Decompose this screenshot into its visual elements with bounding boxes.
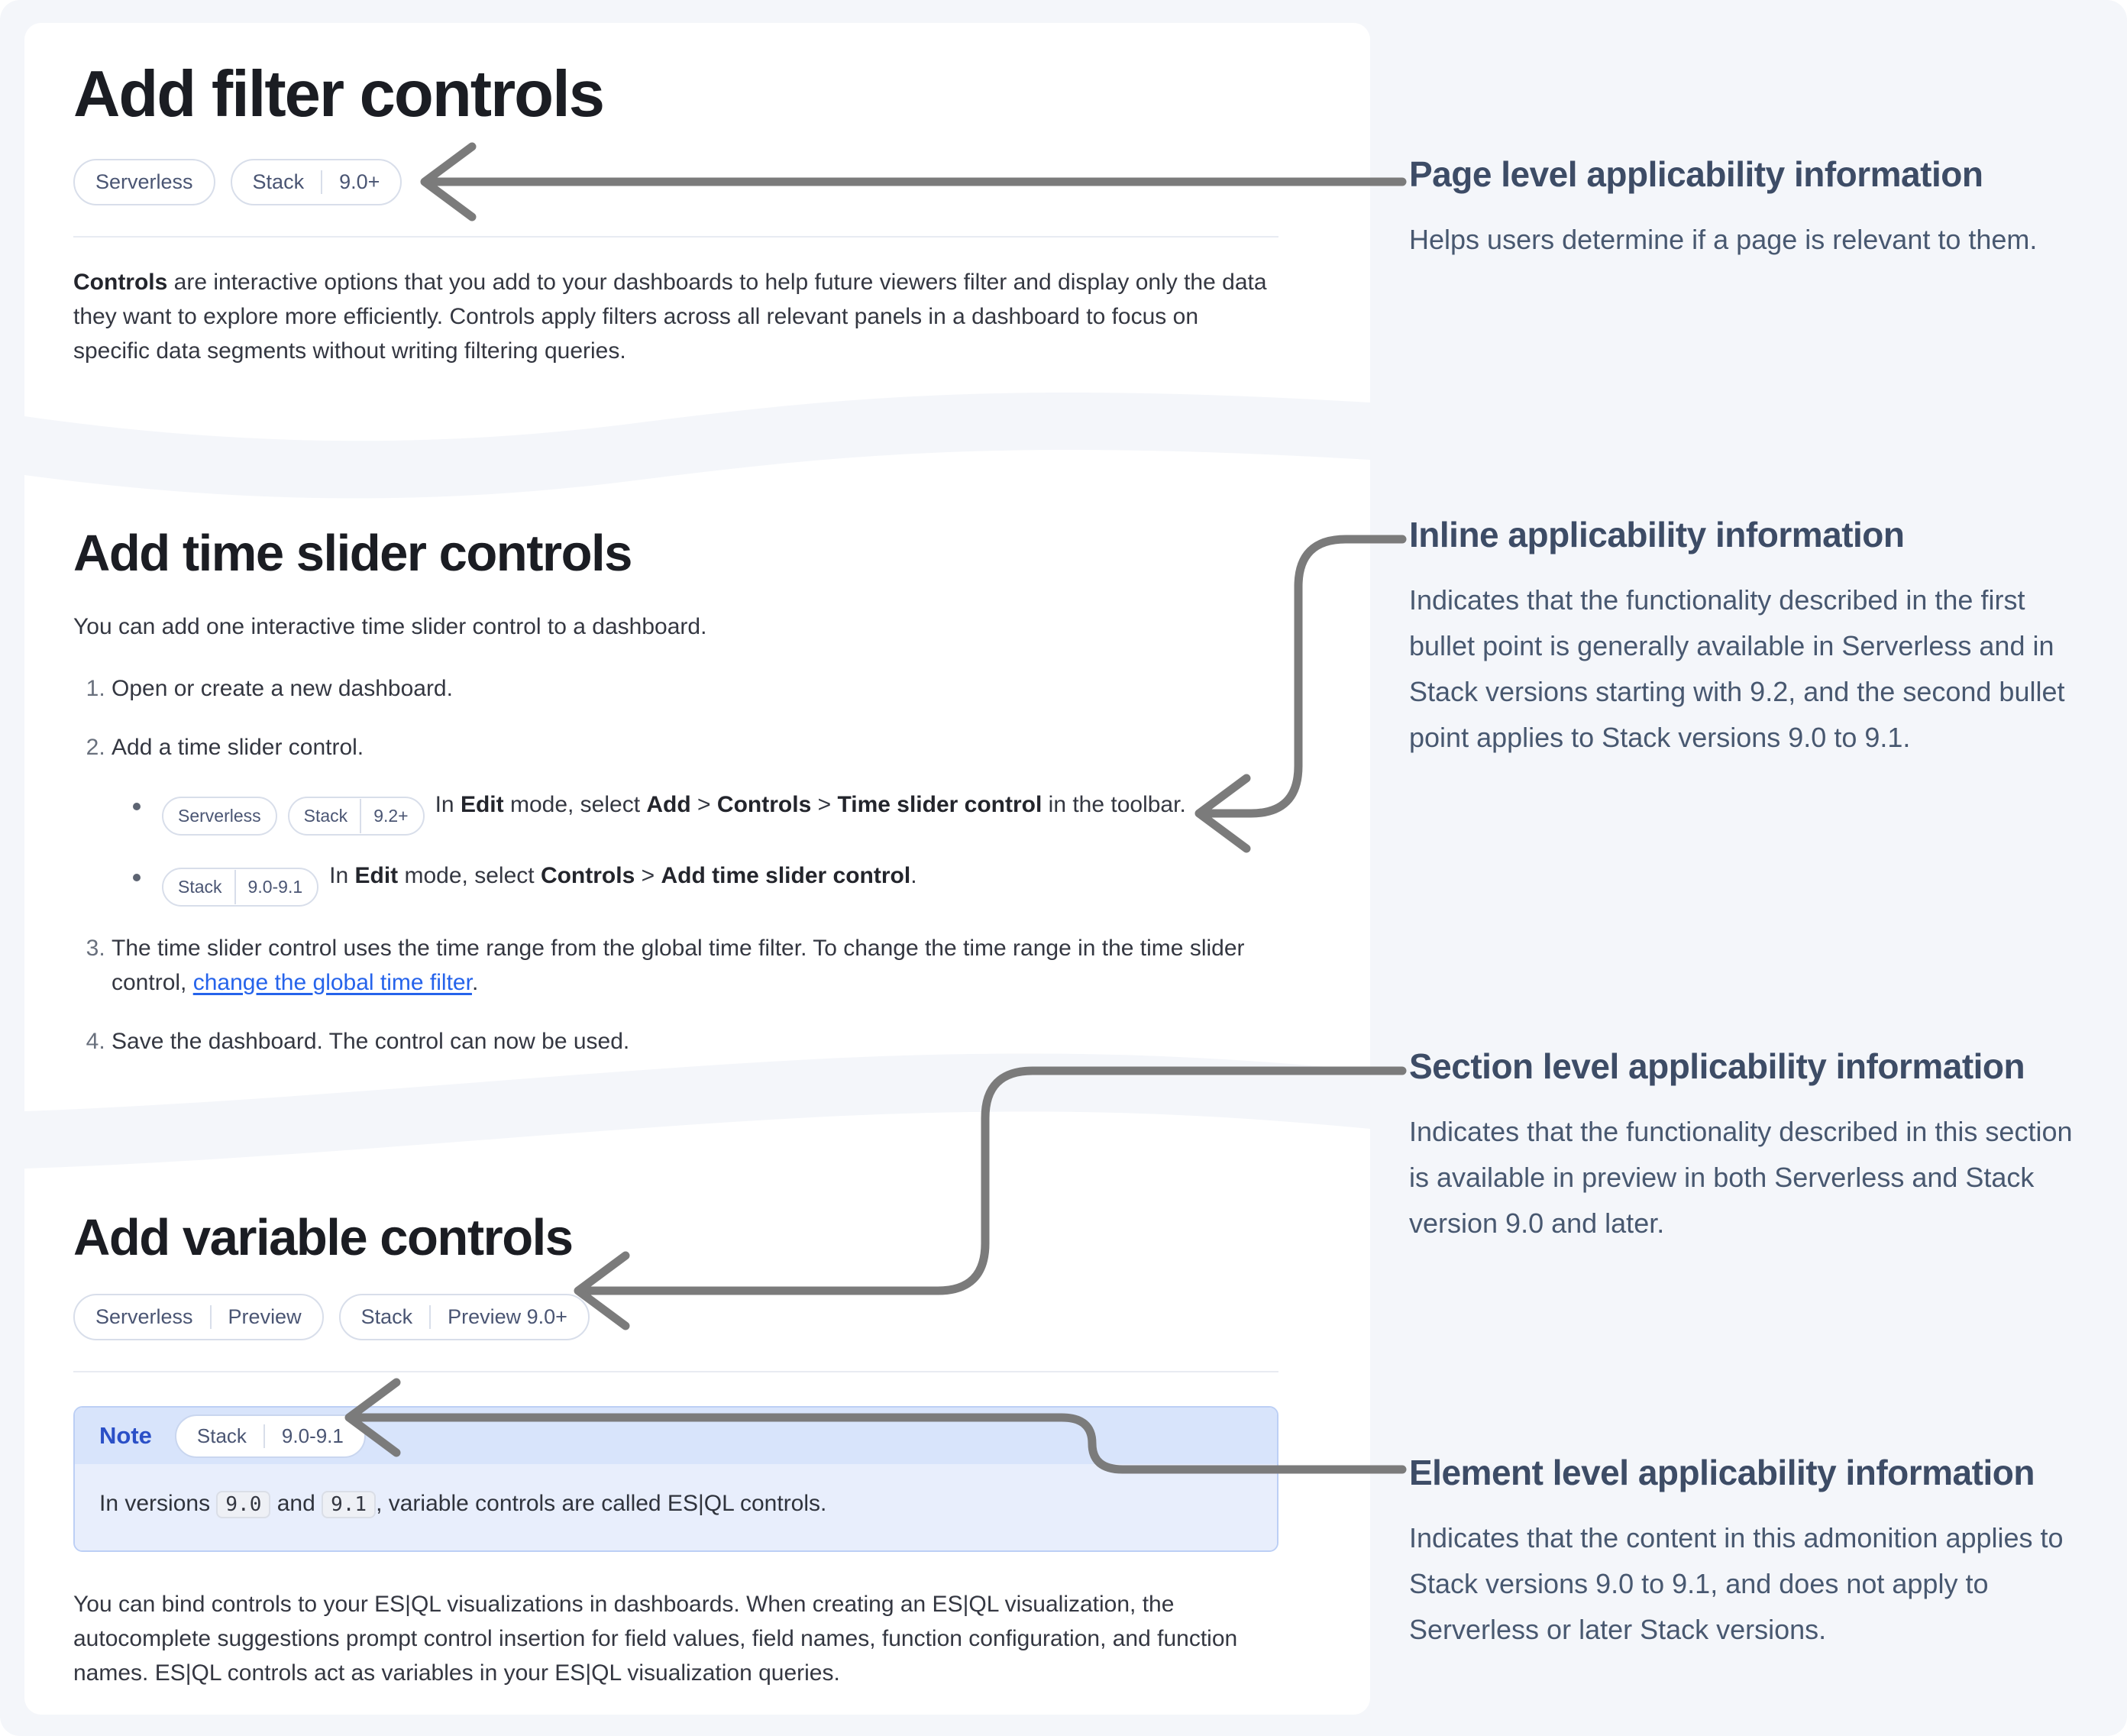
badge-part: Stack <box>196 1424 247 1447</box>
inline-applicability-badges: Stack 9.0-9.1 <box>162 863 329 907</box>
wave-divider <box>24 393 1370 499</box>
applicability-badge: Serverless <box>162 797 277 836</box>
badge-part: Serverless <box>95 170 193 193</box>
bullet-text: In Edit mode, select Add > Controls > Ti… <box>435 792 1186 817</box>
badge-part: Serverless <box>178 806 261 826</box>
section-heading: Add variable controls <box>73 1209 574 1266</box>
page-applicability-badges: Serverless Stack 9.0+ <box>73 159 1278 205</box>
step-item: Save the dashboard. The control can now … <box>112 1024 1278 1059</box>
step-item: Add a time slider control. ServerlessSta… <box>112 730 1278 907</box>
annotation-title: Inline applicability information <box>1409 515 1905 554</box>
section-intro: You can add one interactive time slider … <box>73 614 707 639</box>
note-body: In versions 9.0 and 9.1, variable contro… <box>75 1464 1277 1550</box>
sub-bullet-item: Stack 9.0-9.1 In Edit mode, select Control… <box>133 858 1278 907</box>
annotation-element-level: Element level applicability information … <box>1409 1451 2093 1653</box>
sub-bullet-item: Serverless Stack 9.2+ In Edit mode, select … <box>133 787 1278 836</box>
inline-link[interactable]: change the global time filter <box>192 970 472 995</box>
closing-paragraph: You can bind controls to your ES|QL visu… <box>73 1592 1238 1686</box>
applicability-badge: Serverless Preview <box>73 1294 324 1340</box>
divider <box>73 236 1278 238</box>
intro-paragraph: Controls are interactive options that yo… <box>73 270 1267 364</box>
badge-part: Stack <box>360 1305 413 1328</box>
applicability-badge: Serverless <box>73 159 215 205</box>
applicability-badge: Stack 9.0-9.1 <box>162 868 319 907</box>
annotation-title: Page level applicability information <box>1409 154 1983 194</box>
note-label: Note <box>99 1422 152 1449</box>
step-item: The time slider control uses the time ra… <box>112 931 1278 1000</box>
code-chip: 9.0 <box>216 1491 271 1518</box>
annotation-body: Indicates that the functionality describ… <box>1409 584 2065 753</box>
badge-part: Stack <box>252 170 305 193</box>
badge-part: Stack <box>178 877 222 897</box>
note-admonition: Note Stack 9.0-9.1 In versions 9.0 and 9.… <box>73 1406 1278 1552</box>
badge-part: 9.2+ <box>360 799 409 833</box>
section-add-time-slider-controls: Add time slider controls You can add one… <box>24 524 1370 1083</box>
steps-list: Open or create a new dashboard. Add a ti… <box>73 671 1278 1059</box>
annotation-body: Helps users determine if a page is relev… <box>1409 224 2038 255</box>
annotation-page-level: Page level applicability information Hel… <box>1409 153 2093 263</box>
badge-part: Preview <box>209 1305 302 1329</box>
code-chip: 9.1 <box>322 1491 377 1518</box>
section-heading: Add time slider controls <box>73 525 632 582</box>
applicability-badge: Stack 9.0-9.1 <box>174 1414 366 1458</box>
applicability-badge: Stack Preview 9.0+ <box>338 1294 590 1340</box>
annotation-section-level: Section level applicability information … <box>1409 1045 2093 1246</box>
annotation-body: Indicates that the functionality describ… <box>1409 1116 2073 1239</box>
inline-applicability-badges: Serverless Stack 9.2+ <box>162 792 435 836</box>
applicability-badge: Stack 9.0+ <box>230 159 402 205</box>
note-applicability-badge: Stack 9.0-9.1 <box>174 1414 366 1458</box>
annotation-body: Indicates that the content in this admon… <box>1409 1522 2064 1645</box>
annotation-title: Element level applicability information <box>1409 1453 2035 1492</box>
step-item: Open or create a new dashboard. <box>112 671 1278 706</box>
badge-part: 9.0-9.1 <box>234 870 302 904</box>
section-applicability-badges: Serverless Preview Stack Preview 9.0+ <box>73 1294 1278 1340</box>
bullet-text: In Edit mode, select Controls > Add time… <box>329 863 917 888</box>
annotation-title: Section level applicability information <box>1409 1046 2025 1086</box>
badge-part: Stack <box>303 806 348 826</box>
note-header: Note Stack 9.0-9.1 <box>75 1408 1277 1464</box>
applicability-badge: Stack 9.2+ <box>287 797 425 836</box>
badge-part: 9.0+ <box>321 170 380 194</box>
divider <box>73 1371 1278 1372</box>
page-title: Add filter controls <box>73 58 605 131</box>
annotation-inline-level: Inline applicability information Indicat… <box>1409 513 2093 761</box>
badge-part: Serverless <box>95 1305 193 1328</box>
badge-part: Preview 9.0+ <box>429 1305 567 1329</box>
badge-part: 9.0-9.1 <box>263 1424 344 1448</box>
